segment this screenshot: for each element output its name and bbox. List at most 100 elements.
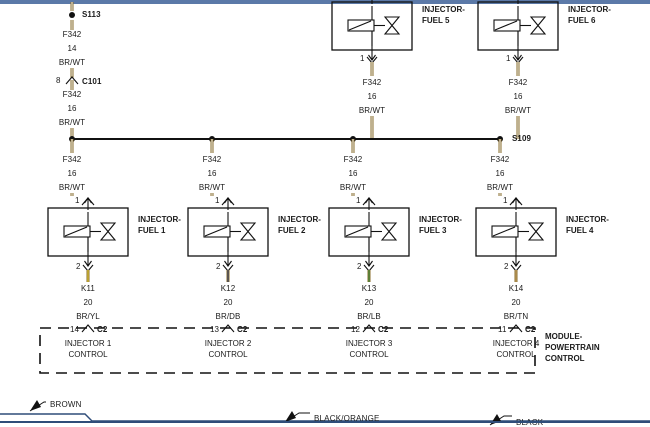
injector-fuel-4-valve <box>527 222 545 241</box>
injector-fuel-2-ctrl-circuit: K12 <box>220 284 236 293</box>
splice-dot-s113 <box>69 12 75 18</box>
injector-fuel-4-ctrl-color: BR/TN <box>503 312 529 321</box>
injector-fuel-1-feed-arrow-head <box>84 197 92 204</box>
injector-fuel-1-ctrl-gauge: 20 <box>83 298 93 307</box>
bus-drop-gauge-1: 16 <box>207 169 217 178</box>
bus-drop-gauge-3: 16 <box>495 169 505 178</box>
injector-fuel-5-color: BR/WT <box>358 106 386 115</box>
injector-fuel-1-title-line2: FUEL 1 <box>138 226 166 235</box>
bus-drop-gauge-0: 16 <box>67 169 77 178</box>
bus-drop-circuit-2: F342 <box>343 155 363 164</box>
top-border-band <box>0 0 650 4</box>
injector-fuel-1-pcm-connector-symbol <box>81 324 95 333</box>
splice-label-s109: S109 <box>512 134 532 143</box>
module-title-line2: POWERTRAIN <box>545 343 600 352</box>
injector-fuel-2-title-line2: FUEL 2 <box>278 226 306 235</box>
injector-fuel-4-pcm-function-line1: INJECTOR 4 <box>492 339 540 348</box>
injector-fuel-2-solenoid-slash <box>204 226 228 237</box>
injector-fuel-3-ctrl-arrow-head <box>365 260 373 267</box>
bus-drop-circuit-1: F342 <box>202 155 222 164</box>
injector-fuel-3-pcm-function-line2: CONTROL <box>349 350 389 359</box>
injector-fuel-2-ctrl-color: BR/DB <box>215 312 241 321</box>
injector-fuel-6-valve <box>529 16 547 35</box>
injector-fuel-1-pin-out: 2 <box>76 262 81 271</box>
injector-fuel-1-ctrl-circuit: K11 <box>81 284 95 293</box>
injector-fuel-2-pcm-conn: C2 <box>237 325 248 334</box>
injector-fuel-3-title-line1: INJECTOR- <box>419 215 462 224</box>
injector-fuel-1-pcm-pin: 14 <box>70 325 80 334</box>
module-powertrain-control-title: MODULE- POWERTRAIN CONTROL <box>545 331 600 364</box>
injector-fuel-3-ctrl-circuit: K13 <box>361 284 377 293</box>
top-feed-gauge: 14 <box>67 44 77 53</box>
injector-fuel-3-pin-out: 2 <box>357 262 362 271</box>
injector-fuel-4-title-line1: INJECTOR- <box>566 215 609 224</box>
injector-fuel-2-pcm-pin: 13 <box>210 325 220 334</box>
injector-fuel-1-valve <box>99 222 117 241</box>
injector-fuel-6-circuit: F342 <box>508 78 528 87</box>
injector-fuel-6-title-line1: INJECTOR- <box>568 5 611 14</box>
injector-fuel-5-title-line2: FUEL 5 <box>422 16 450 25</box>
top-feed-color: BR/WT <box>58 58 86 67</box>
injector-fuel-1-ctrl-color: BR/YL <box>76 312 100 321</box>
injector-fuel-5-valve <box>383 16 401 35</box>
injector-fuel-3-valve <box>380 222 398 241</box>
bus-drop-circuit-3: F342 <box>490 155 510 164</box>
injector-fuel-4-title-line2: FUEL 4 <box>566 226 594 235</box>
injector-fuel-6-title: INJECTOR- FUEL 6 <box>568 4 611 26</box>
injector-fuel-5-ctrl-arrow-head <box>368 54 376 61</box>
injector-fuel-3-pcm-function-line1: INJECTOR 3 <box>345 339 393 348</box>
injector-fuel-2-pcm-function: INJECTOR 2 CONTROL <box>205 338 252 360</box>
bus-drop-color-2: BR/WT <box>339 183 367 192</box>
legend-black-orange-text: BLACK/ORANGE <box>314 414 380 423</box>
bus-drop-color-3: BR/WT <box>486 183 514 192</box>
injector-fuel-4-pin-out: 2 <box>504 262 509 271</box>
injector-fuel-1-solenoid-slash <box>64 226 88 237</box>
injector-fuel-2-pcm-connector-symbol <box>221 324 235 333</box>
injector-fuel-6-color: BR/WT <box>504 106 532 115</box>
injector-fuel-6-pin-out: 1 <box>506 54 511 63</box>
injector-fuel-4-pcm-pin: 11 <box>498 325 507 334</box>
injector-fuel-4-pcm-conn: C2 <box>525 325 536 334</box>
injector-fuel-4-pcm-function-line2: CONTROL <box>496 350 536 359</box>
injector-fuel-6-ctrl-arrow-head <box>514 54 522 61</box>
bus-drop-circuit-0: F342 <box>62 155 82 164</box>
injector-fuel-5-gauge: 16 <box>367 92 377 101</box>
injector-fuel-6-gauge: 16 <box>513 92 523 101</box>
module-title-line1: MODULE- <box>545 332 583 341</box>
injector-fuel-5-pin-out: 1 <box>360 54 365 63</box>
module-powertrain-control-boundary <box>39 327 536 374</box>
injector-fuel-2-pcm-function-line2: CONTROL <box>208 350 248 359</box>
injector-fuel-3-pcm-connector-symbol <box>362 324 376 333</box>
injector-fuel-1-pcm-conn: C2 <box>97 325 108 334</box>
injector-fuel-4-pin-in: 1 <box>503 196 508 205</box>
injector-fuel-6-solenoid-slash <box>494 20 518 31</box>
injector-fuel-2-title: INJECTOR- FUEL 2 <box>278 214 321 236</box>
module-title-line3: CONTROL <box>545 354 585 363</box>
legend-brown-text: BROWN <box>50 400 82 409</box>
top-feed2-circuit: F342 <box>62 90 82 99</box>
injector-fuel-5-solenoid-slash <box>348 20 372 31</box>
injector-fuel-3-feed-arrow-head <box>365 197 373 204</box>
legend-brown-arrowhead <box>30 400 41 411</box>
injector-fuel-4-title: INJECTOR- FUEL 4 <box>566 214 609 236</box>
injector-fuel-6-title-line2: FUEL 6 <box>568 16 596 25</box>
injector-fuel-2-title-line1: INJECTOR- <box>278 215 321 224</box>
connector-c101-label: C101 <box>82 77 102 86</box>
injector-fuel-2-feed-arrow-head <box>224 197 232 204</box>
legend-black-orange-arrowhead <box>285 411 296 422</box>
injector-fuel-1-pcm-function-line2: CONTROL <box>68 350 108 359</box>
injector-fuel-4-ctrl-circuit: K14 <box>508 284 524 293</box>
injector-fuel-3-title-line2: FUEL 3 <box>419 226 447 235</box>
injector-fuel-2-valve <box>239 222 257 241</box>
injector-fuel-3-pin-in: 1 <box>356 196 361 205</box>
injector-fuel-3-solenoid-slash <box>345 226 369 237</box>
injector-fuel-5-title: INJECTOR-FUEL 5 <box>422 4 465 26</box>
injector-fuel-3-title: INJECTOR- FUEL 3 <box>419 214 462 236</box>
bus-drop-color-0: BR/WT <box>58 183 86 192</box>
injector-fuel-2-pcm-function-line1: INJECTOR 2 <box>204 339 252 348</box>
injector-fuel-4-solenoid-slash <box>492 226 516 237</box>
injector-fuel-1-pin-in: 1 <box>75 196 80 205</box>
injector-fuel-4-ctrl-gauge: 20 <box>511 298 521 307</box>
